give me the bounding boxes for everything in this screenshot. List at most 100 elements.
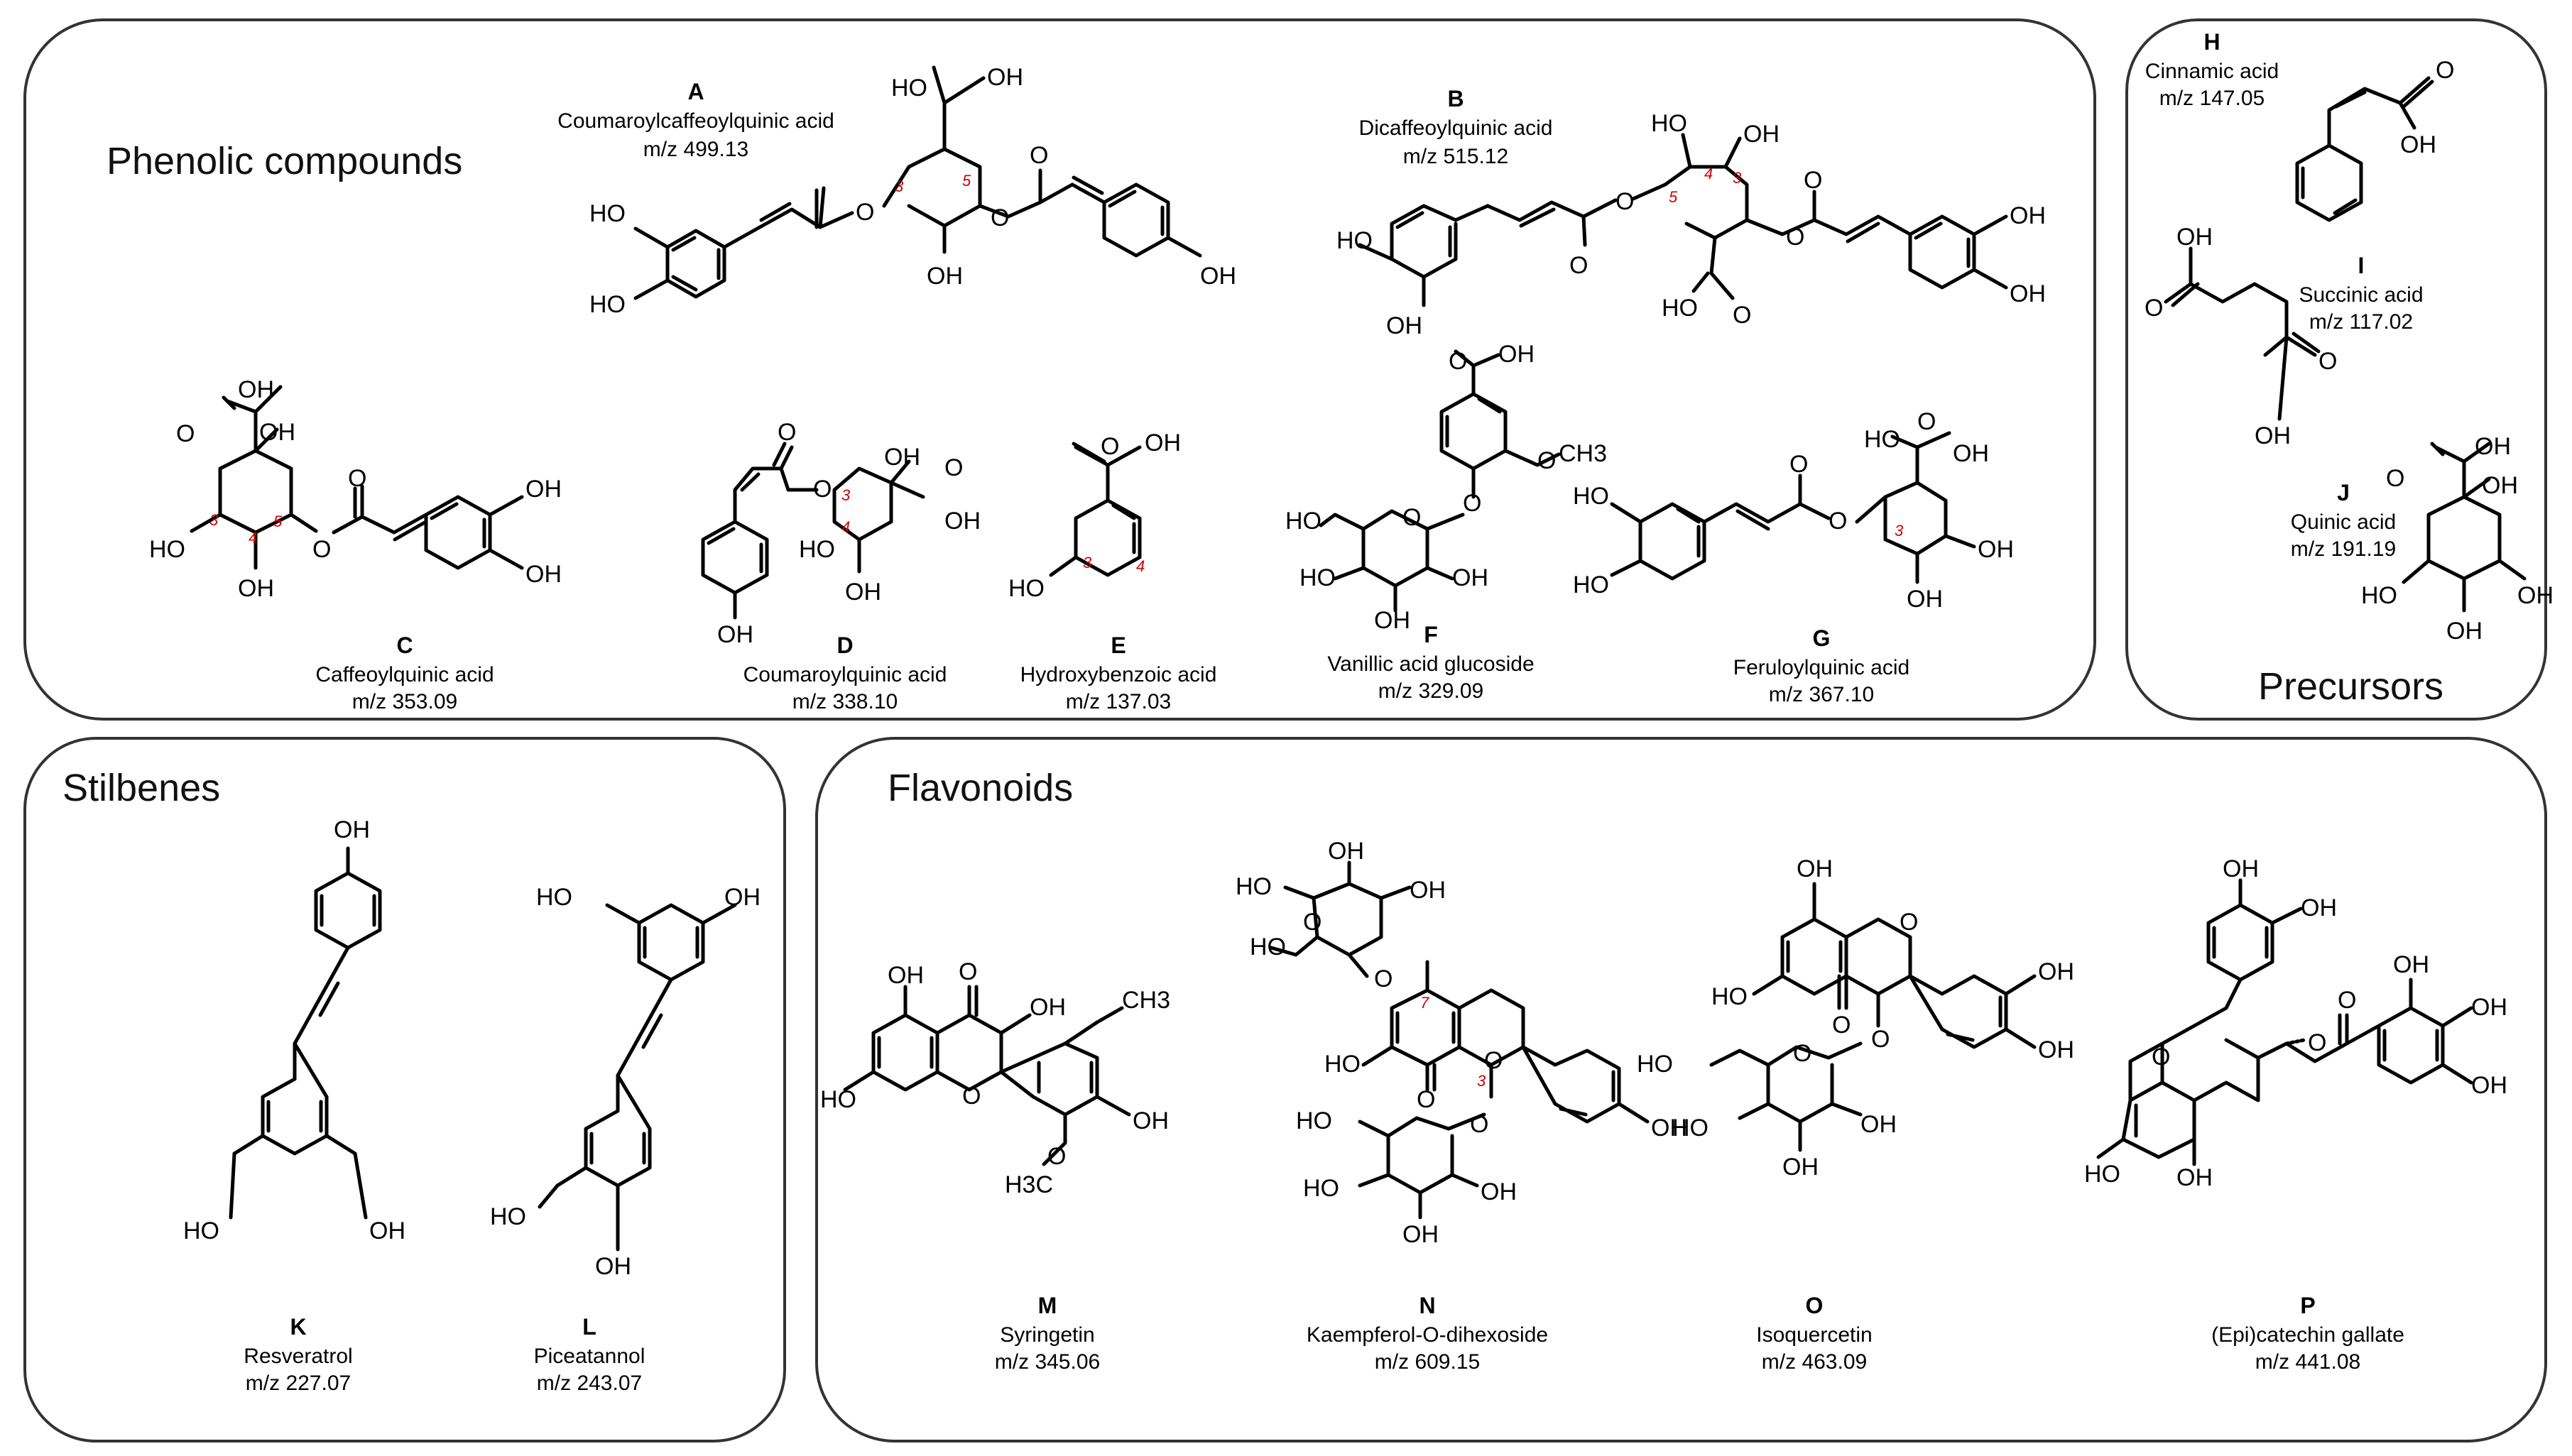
d-name: Coumaroylquinic acid xyxy=(743,663,947,686)
phenolic-title: Phenolic compounds xyxy=(107,140,462,182)
i-letter: I xyxy=(2358,253,2365,278)
o-oh-1: OH xyxy=(1797,855,1833,882)
j-letter: J xyxy=(2337,480,2350,505)
flavonoids-title: Flavonoids xyxy=(888,767,1073,809)
a-o-3: O xyxy=(1030,142,1048,169)
o-o-1: O xyxy=(1900,909,1918,936)
h-mz: m/z 147.05 xyxy=(2159,87,2265,110)
b-locant-4: 4 xyxy=(1704,165,1713,182)
structure-k: OH HO OH K Resveratrol m/z 227.07 xyxy=(183,816,405,1395)
o-oh-4: OH xyxy=(1782,1154,1819,1181)
n-name: Kaempferol-O-dihexoside xyxy=(1307,1323,1548,1347)
i-o-2: O xyxy=(2318,348,2337,375)
c-ho-1: HO xyxy=(149,536,185,563)
o-oh-2: OH xyxy=(2038,958,2074,985)
n-ho-3: HO xyxy=(1324,1051,1361,1078)
b-mz: m/z 515.12 xyxy=(1403,145,1508,168)
b-letter: B xyxy=(1447,86,1464,111)
o-letter: O xyxy=(1806,1293,1824,1318)
c-oh-4: OH xyxy=(525,476,562,503)
g-o-3: O xyxy=(1917,408,1936,435)
a-ho-3: HO xyxy=(891,75,927,102)
c-name: Caffeoylquinic acid xyxy=(315,663,494,686)
d-locant-3: 3 xyxy=(841,486,851,504)
a-o-1: O xyxy=(856,199,874,226)
d-oh-3: OH xyxy=(944,508,981,535)
n-oh-2: OH xyxy=(1410,877,1446,904)
b-name: Dicaffeoylquinic acid xyxy=(1359,116,1553,140)
b-ho-2: HO xyxy=(1651,110,1687,137)
n-o-1: O xyxy=(1303,909,1322,936)
panel-phenolic xyxy=(23,18,2096,721)
n-o-4: O xyxy=(1417,1086,1435,1113)
l-oh-1: OH xyxy=(724,884,761,911)
structure-b: HO OH O O HO OH HO O O O OH OH 4 5 3 B D… xyxy=(1336,86,2046,339)
f-oh-1: OH xyxy=(1498,341,1535,368)
a-o-2: O xyxy=(991,204,1009,231)
a-locant-3: 3 xyxy=(895,177,904,195)
k-mz: m/z 227.07 xyxy=(246,1372,351,1395)
m-o-1: O xyxy=(959,958,977,985)
b-o-2: O xyxy=(1615,188,1634,215)
structure-l: HO OH HO OH L Piceatannol m/z 243.07 xyxy=(490,884,761,1395)
structure-n: OH HO OH HO O O HO O O OH O HO HO OH OH … xyxy=(1236,838,1687,1374)
n-oh-3: OH xyxy=(1651,1115,1687,1142)
c-oh-2: OH xyxy=(259,419,295,446)
a-locant-5: 5 xyxy=(962,172,971,190)
a-oh-2: OH xyxy=(987,64,1023,91)
l-oh-2: OH xyxy=(595,1253,631,1280)
panel-precursors xyxy=(2125,18,2547,721)
c-letter: C xyxy=(396,633,413,658)
p-oh-2: OH xyxy=(2301,894,2337,921)
a-ho-2: HO xyxy=(589,291,626,318)
precursors-title: Precursors xyxy=(2258,665,2443,708)
structure-i: OH O O OH I Succinic acid m/z 117.02 xyxy=(2145,224,2424,449)
f-oh-2: OH xyxy=(1374,607,1410,634)
h-name: Cinnamic acid xyxy=(2145,60,2279,83)
structure-e: O OH HO 3 4 E Hydroxybenzoic acid m/z 13… xyxy=(1008,429,1216,713)
structure-g: HO HO O O HO O OH OH OH 3 G Feruloylquin… xyxy=(1573,408,2014,706)
p-ho-1: HO xyxy=(2084,1161,2120,1188)
i-oh-2: OH xyxy=(2255,422,2291,449)
f-ho-1: HO xyxy=(1285,508,1322,535)
b-o-4: O xyxy=(1786,224,1804,251)
n-locant-3: 3 xyxy=(1477,1072,1486,1090)
a-oh-3: OH xyxy=(1200,263,1236,290)
n-locant-7: 7 xyxy=(1420,994,1429,1012)
f-o-2: O xyxy=(1537,447,1556,474)
d-oh-1: OH xyxy=(717,621,753,648)
f-name: Vanillic acid glucoside xyxy=(1327,652,1534,676)
p-mz: m/z 441.08 xyxy=(2255,1350,2360,1374)
d-locant-4: 4 xyxy=(841,518,850,536)
n-ho-2: HO xyxy=(1250,934,1286,960)
n-oh-1: OH xyxy=(1328,838,1364,865)
h-o-1: O xyxy=(2436,57,2454,84)
f-oh-3: OH xyxy=(1452,564,1488,591)
f-o-4: O xyxy=(1402,504,1421,531)
structure-c: O OH OH HO OH O O OH OH 3 4 5 C Caffeoyl… xyxy=(149,376,562,713)
c-oh-3: OH xyxy=(238,575,274,602)
a-oh-1: OH xyxy=(927,263,963,290)
m-oh-3: OH xyxy=(1133,1107,1169,1134)
m-ho-1: HO xyxy=(820,1086,856,1113)
c-oh-1: OH xyxy=(238,376,274,403)
a-name: Coumaroylcaffeoylquinic acid xyxy=(557,109,834,133)
d-letter: D xyxy=(837,633,853,658)
structure-h: O OH H Cinnamic acid m/z 147.05 xyxy=(2145,29,2454,222)
k-oh-1: OH xyxy=(334,816,370,843)
c-mz: m/z 353.09 xyxy=(352,690,457,713)
j-ho-1: HO xyxy=(2361,582,2397,609)
j-mz: m/z 191.19 xyxy=(2291,537,2396,561)
k-name: Resveratrol xyxy=(244,1345,352,1368)
b-o-1: O xyxy=(1569,252,1588,279)
f-mz: m/z 329.09 xyxy=(1378,679,1483,703)
m-letter: M xyxy=(1038,1293,1057,1318)
e-letter: E xyxy=(1111,633,1126,658)
g-o-1: O xyxy=(1789,451,1808,478)
e-locant-3: 3 xyxy=(1083,554,1092,571)
f-o-1: O xyxy=(1449,348,1467,375)
o-o-2: O xyxy=(1832,1012,1851,1039)
c-locant-5: 5 xyxy=(273,513,283,530)
e-locant-4: 4 xyxy=(1136,557,1145,575)
structure-m: OH O OH HO O CH3 OH O H3C M Syringetin m… xyxy=(820,958,1170,1374)
